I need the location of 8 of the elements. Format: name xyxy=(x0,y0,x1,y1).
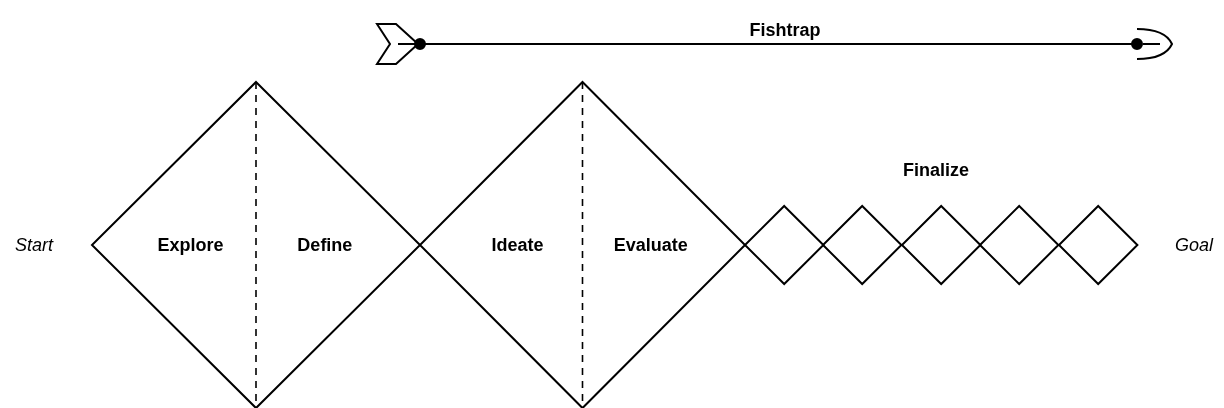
phase-label: Explore xyxy=(157,234,224,256)
stage-heading: Fishtrap xyxy=(749,19,821,41)
phase-label: Define xyxy=(297,234,353,256)
endpoint-label: Goal xyxy=(1175,234,1213,256)
phase-label: Ideate xyxy=(491,234,544,256)
endpoint-label: Start xyxy=(15,234,53,256)
stage-heading: Finalize xyxy=(903,159,969,181)
phase-label: Evaluate xyxy=(613,234,688,256)
